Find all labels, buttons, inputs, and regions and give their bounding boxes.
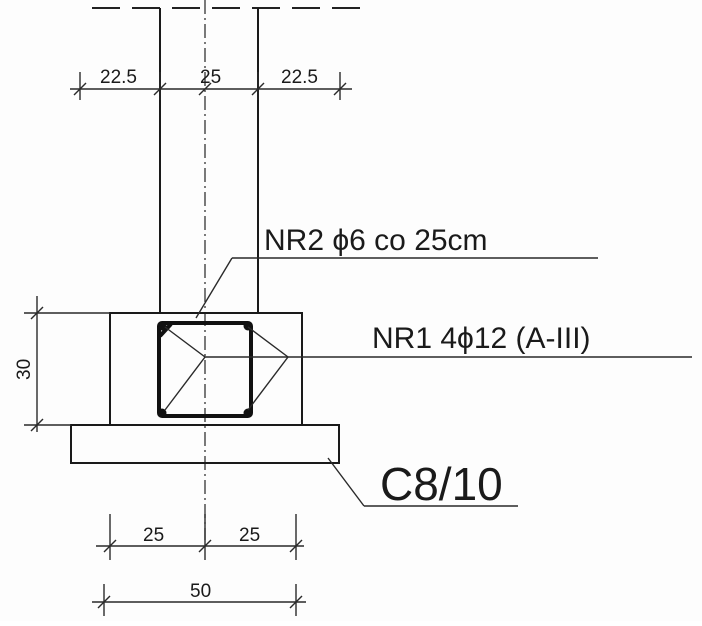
bottom-tick-2 [198, 539, 212, 553]
dim-base-total: 50 [190, 581, 211, 602]
nr2-leader-diagonal [195, 257, 233, 319]
dim-footing-height: 30 [14, 359, 35, 380]
c810-label: C8/10 [380, 458, 503, 510]
total-tick-right [289, 595, 303, 609]
nr2-label: NR2 ϕ6 co 25cm [264, 224, 488, 257]
dim-base-left: 25 [143, 525, 164, 546]
bottom-tick-3 [289, 539, 303, 553]
top-tick-4 [251, 82, 265, 96]
left-tick-top [30, 306, 44, 320]
rebar-top-left [157, 321, 167, 331]
rebar-bottom-right [243, 408, 253, 418]
diagonal-right [247, 326, 289, 411]
dim-right-width: 22.5 [281, 67, 318, 88]
c810-leader-diagonal [327, 457, 365, 507]
left-tick-bottom [30, 418, 44, 432]
total-tick-left [97, 595, 111, 609]
dim-base-right: 25 [239, 525, 260, 546]
dim-left-width: 22.5 [100, 67, 137, 88]
nr1-label: NR1 4ϕ12 (A-III) [372, 322, 591, 355]
top-tick-1 [73, 82, 87, 96]
top-tick-3 [198, 82, 212, 96]
footing-outline [109, 312, 303, 426]
diagonal-left [164, 326, 206, 411]
top-tick-2 [153, 82, 167, 96]
stirrup [157, 321, 253, 418]
bottom-tick-1 [103, 539, 117, 553]
top-tick-5 [333, 82, 347, 96]
stirrup-hook [158, 322, 173, 338]
lean-concrete-base [70, 424, 340, 464]
rebar-bottom-left [157, 408, 167, 418]
dim-column-width: 25 [200, 67, 221, 88]
